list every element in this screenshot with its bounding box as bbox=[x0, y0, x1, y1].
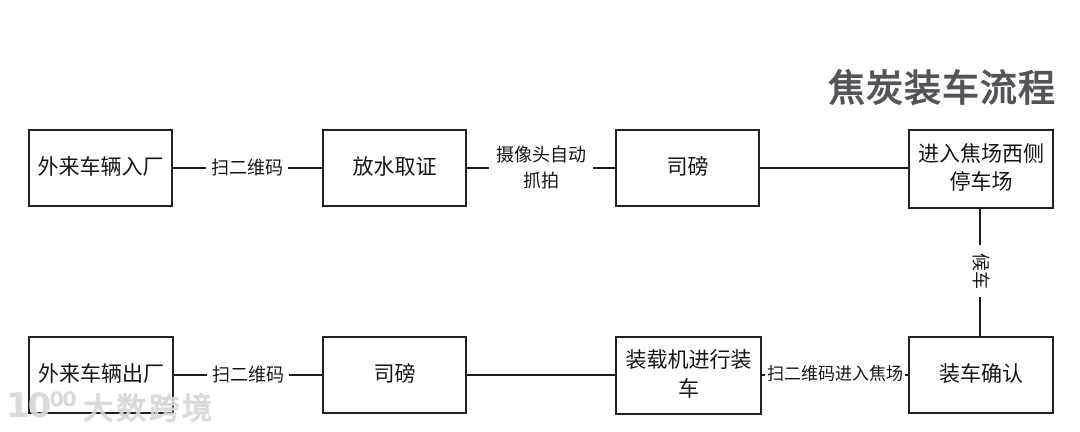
edge-label-wait-for-vehicle: 候车 bbox=[965, 245, 995, 297]
node-vehicle-exit: 外来车辆出厂 bbox=[28, 336, 174, 414]
watermark-logo-icon: 10⁰⁰ bbox=[6, 386, 77, 426]
node-loading-confirm: 装车确认 bbox=[908, 336, 1054, 414]
node-weighbridge-in: 司磅 bbox=[615, 129, 760, 207]
node-west-parking-lot: 进入焦场西侧停车场 bbox=[908, 129, 1054, 209]
edge-label-scan-qr-out: 扫二维码 bbox=[207, 360, 289, 390]
watermark-text: 大数跨境 bbox=[83, 393, 216, 426]
connector-weigh-to-loading bbox=[467, 374, 615, 376]
edge-label-scan-qr-in: 扫二维码 bbox=[206, 153, 288, 183]
edge-label-scan-qr-enter-yard: 扫二维码进入焦场 bbox=[765, 361, 905, 389]
page-title: 焦炭装车流程 bbox=[828, 68, 1056, 109]
node-loader-loading: 装载机进行装车 bbox=[615, 336, 762, 415]
node-vehicle-entry: 外来车辆入厂 bbox=[28, 129, 173, 207]
connector-weigh-to-parking bbox=[760, 167, 908, 169]
node-weighbridge-out: 司磅 bbox=[322, 336, 467, 414]
watermark: 10⁰⁰ 大数跨境 bbox=[6, 384, 215, 428]
node-water-evidence: 放水取证 bbox=[322, 129, 467, 207]
edge-label-camera-capture: 摄像头自动抓拍 bbox=[489, 140, 593, 196]
